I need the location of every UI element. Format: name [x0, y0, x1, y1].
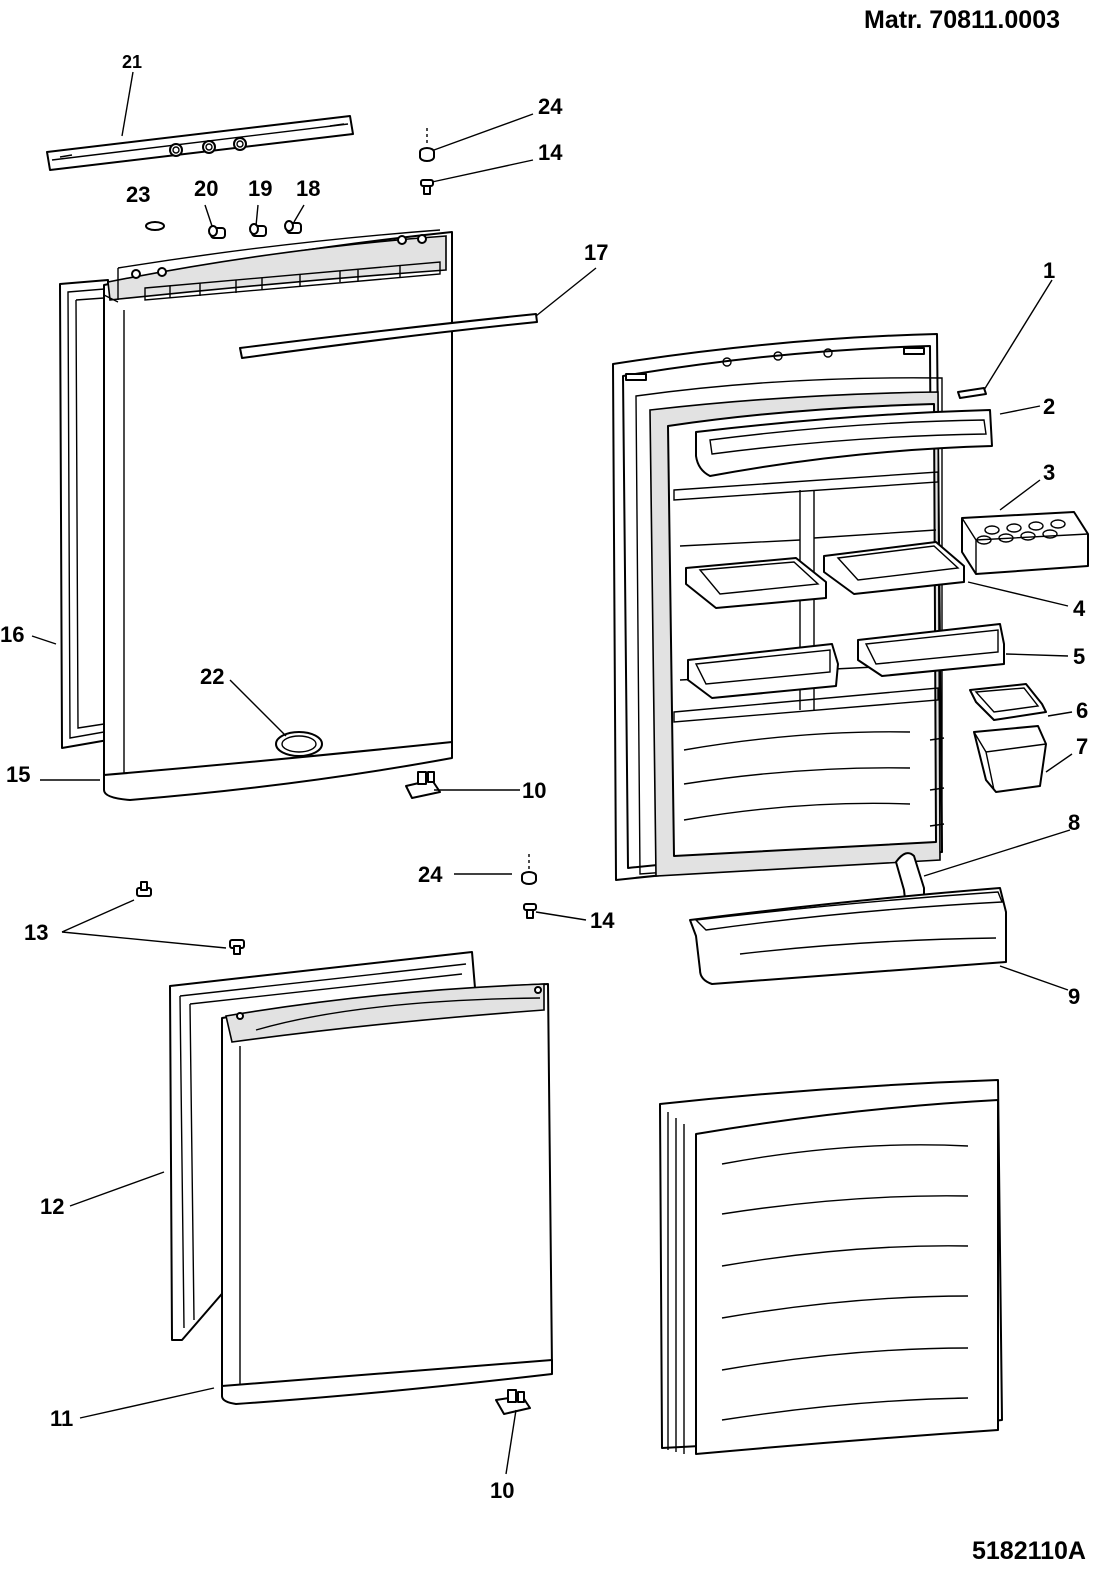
fixing-parts-top [145, 128, 435, 239]
callout-15: 15 [6, 762, 30, 787]
callout-8: 8 [1068, 810, 1080, 835]
callout-20: 20 [194, 176, 218, 201]
callout-12: 12 [40, 1194, 64, 1219]
hinge-bracket-10-lower [495, 1389, 531, 1415]
callout-6: 6 [1076, 698, 1088, 723]
callout-10-upper: 10 [522, 778, 546, 803]
callout-14-upper: 14 [538, 140, 563, 165]
small-box-7 [973, 725, 1047, 793]
leader-lines [31, 71, 1073, 1475]
callout-11: 11 [50, 1406, 73, 1431]
inner-door-liner [612, 333, 945, 881]
callout-10-lower: 10 [490, 1478, 514, 1503]
callout-19: 19 [248, 176, 272, 201]
callout-5: 5 [1073, 644, 1085, 669]
hinge-bracket-10-upper [405, 771, 441, 799]
callout-24-lower: 24 [418, 862, 443, 887]
callout-2: 2 [1043, 394, 1055, 419]
callout-7: 7 [1076, 734, 1088, 759]
callout-17: 17 [584, 240, 608, 265]
lower-door-11 [221, 983, 553, 1405]
fixing-parts-bottom [136, 854, 537, 955]
callout-3: 3 [1043, 460, 1055, 485]
door-shelf-2 [695, 409, 993, 477]
callout-24-upper: 24 [538, 94, 563, 119]
callout-9: 9 [1068, 984, 1080, 1009]
callout-21: 21 [122, 52, 142, 72]
small-tray-6 [969, 683, 1047, 721]
upper-door-15 [103, 229, 453, 801]
callout-labels: 1 2 3 4 5 6 7 8 9 10 10 11 12 13 14 14 1… [0, 52, 1088, 1503]
callout-4: 4 [1073, 596, 1086, 621]
lower-inner-door [659, 1079, 1003, 1455]
callout-16: 16 [0, 622, 24, 647]
hinge-plate-21 [46, 115, 354, 171]
handle-strip-17 [239, 313, 538, 359]
door-gasket-16 [59, 279, 109, 749]
door-shelf-5 [687, 623, 1005, 699]
callout-18: 18 [296, 176, 320, 201]
callout-23: 23 [126, 182, 150, 207]
egg-tray-3 [961, 511, 1089, 575]
callout-14-lower: 14 [590, 908, 615, 933]
material-number: Matr. 70811.0003 [864, 6, 1060, 34]
callout-1: 1 [1043, 258, 1055, 283]
bottle-shelf-9 [689, 887, 1007, 985]
callout-13: 13 [24, 920, 48, 945]
door-shelf-4 [685, 541, 965, 609]
part-1-clip [957, 387, 987, 399]
callout-22: 22 [200, 664, 224, 689]
drawing-code: 5182110A [971, 1537, 1086, 1565]
